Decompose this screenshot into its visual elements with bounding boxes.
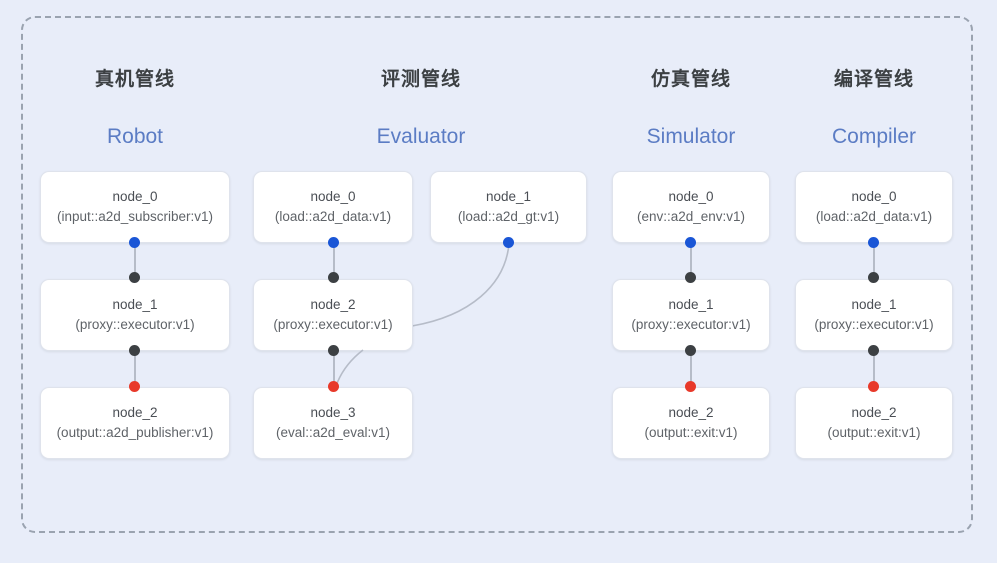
node-name: node_0 [310,189,356,204]
node-port-input[interactable] [503,237,514,248]
node-name: node_3 [310,405,356,420]
node-subtitle: (input::a2d_subscriber:v1) [56,209,214,224]
column-title-robot: 真机管线 [94,69,175,90]
node-port-output[interactable] [685,381,696,392]
edge-connector [872,242,875,282]
node-box[interactable]: node_0 (env::a2d_env:v1) [612,171,770,243]
node-port-input[interactable] [129,237,140,248]
node-subtitle: (env::a2d_env:v1) [636,209,746,224]
edge-connector [689,242,692,282]
node-name: node_2 [310,297,356,312]
node-name: node_1 [112,297,158,312]
node-subtitle: (load::a2d_data:v1) [815,209,933,224]
node-box[interactable]: node_1 (load::a2d_gt:v1) [430,171,587,243]
node-subtitle: (output::exit:v1) [827,425,921,440]
node-box[interactable]: node_1 (proxy::executor:v1) [40,279,230,351]
diagram-dashed-frame [21,16,973,533]
node-port-middle[interactable] [868,272,879,283]
node-name: node_0 [112,189,158,204]
node-box[interactable]: node_2 (output::exit:v1) [612,387,770,459]
node-box[interactable]: node_0 (input::a2d_subscriber:v1) [40,171,230,243]
node-box[interactable]: node_1 (proxy::executor:v1) [795,279,953,351]
edge-connector [872,350,875,390]
node-box[interactable]: node_2 (output::a2d_publisher:v1) [40,387,230,459]
node-subtitle: (proxy::executor:v1) [75,317,195,332]
column-title-evaluator: 评测管线 [380,69,461,90]
node-box[interactable]: node_0 (load::a2d_data:v1) [795,171,953,243]
node-name: node_2 [112,405,158,420]
node-port-middle[interactable] [328,272,339,283]
node-port-input[interactable] [685,237,696,248]
node-name: node_0 [851,189,897,204]
edge-connector [332,242,335,282]
node-port-middle[interactable] [129,345,140,356]
node-subtitle: (proxy::executor:v1) [631,317,751,332]
node-port-middle[interactable] [328,345,339,356]
node-box[interactable]: node_3 (eval::a2d_eval:v1) [253,387,413,459]
edge-connector [689,350,692,390]
node-box[interactable]: node_2 (proxy::executor:v1) [253,279,413,351]
edge-connector [332,350,335,390]
node-name: node_1 [485,189,532,204]
edge-connector [133,350,136,390]
node-subtitle: (load::a2d_gt:v1) [457,209,560,224]
node-port-output[interactable] [129,381,140,392]
column-subtitle-simulator: Simulator [646,125,736,148]
node-port-input[interactable] [328,237,339,248]
node-port-output[interactable] [328,381,339,392]
node-subtitle: (proxy::executor:v1) [814,317,934,332]
node-box[interactable]: node_2 (output::exit:v1) [795,387,953,459]
node-name: node_0 [668,189,714,204]
node-subtitle: (proxy::executor:v1) [273,317,393,332]
node-port-middle[interactable] [685,272,696,283]
node-subtitle: (output::a2d_publisher:v1) [56,425,214,440]
node-subtitle: (load::a2d_data:v1) [274,209,392,224]
node-port-middle[interactable] [685,345,696,356]
node-name: node_2 [851,405,897,420]
node-port-input[interactable] [868,237,879,248]
node-name: node_2 [668,405,714,420]
column-subtitle-robot: Robot [106,125,164,148]
edge-connector [133,242,136,282]
node-box[interactable]: node_1 (proxy::executor:v1) [612,279,770,351]
node-port-middle[interactable] [868,345,879,356]
node-port-middle[interactable] [129,272,140,283]
column-title-simulator: 仿真管线 [650,69,731,90]
column-subtitle-evaluator: Evaluator [376,125,466,148]
node-subtitle: (eval::a2d_eval:v1) [275,425,391,440]
node-name: node_1 [668,297,714,312]
column-subtitle-compiler: Compiler [831,125,917,148]
node-port-output[interactable] [868,381,879,392]
node-name: node_1 [851,297,897,312]
node-box[interactable]: node_0 (load::a2d_data:v1) [253,171,413,243]
column-title-compiler: 编译管线 [833,69,914,90]
node-subtitle: (output::exit:v1) [644,425,738,440]
